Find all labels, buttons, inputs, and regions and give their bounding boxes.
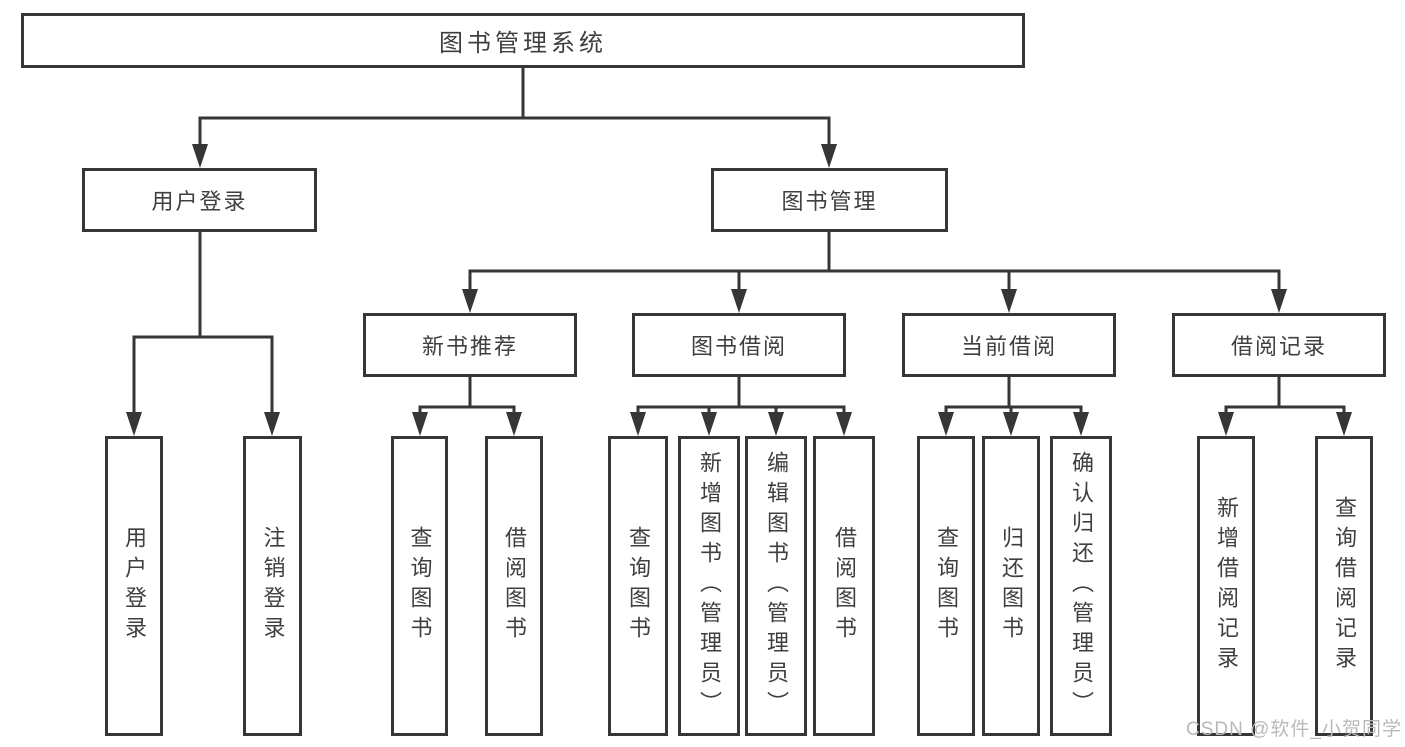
- arrow-down-icon: [1218, 412, 1234, 436]
- arrow-down-icon: [630, 412, 646, 436]
- node-query-borrow-record: 查询借阅记录: [1315, 436, 1373, 736]
- arrow-down-icon: [821, 144, 837, 168]
- node-query-books-recommend: 查询图书: [391, 436, 448, 736]
- arrow-down-icon: [1001, 289, 1017, 313]
- arrow-down-icon: [412, 412, 428, 436]
- arrow-down-icon: [264, 412, 280, 436]
- node-query-books-current: 查询图书: [917, 436, 975, 736]
- arrow-down-icon: [701, 412, 717, 436]
- node-label: 归还图书: [999, 526, 1024, 646]
- node-label: 新增借阅记录: [1214, 496, 1239, 676]
- node-label: 用户登录: [122, 526, 147, 646]
- node-label: 新书推荐: [421, 334, 518, 359]
- node-label: 查询图书: [934, 526, 959, 646]
- node-label: 借阅记录: [1230, 334, 1327, 359]
- arrow-down-icon: [836, 412, 852, 436]
- node-library-management-system: 图书管理系统: [21, 13, 1025, 68]
- arrow-down-icon: [938, 412, 954, 436]
- node-confirm-return-admin: 确认归还（管理员）: [1050, 436, 1112, 736]
- node-query-books-borrowing: 查询图书: [608, 436, 668, 736]
- node-label: 编辑图书（管理员）: [764, 451, 789, 721]
- node-label: 查询图书: [626, 526, 651, 646]
- node-add-book-admin: 新增图书（管理员）: [678, 436, 740, 736]
- node-user-login: 用户登录: [82, 168, 317, 232]
- node-return-books: 归还图书: [982, 436, 1040, 736]
- node-label: 确认归还（管理员）: [1069, 451, 1094, 721]
- node-label: 借阅图书: [502, 526, 527, 646]
- node-add-borrow-record: 新增借阅记录: [1197, 436, 1255, 736]
- arrow-down-icon: [1003, 412, 1019, 436]
- arrow-down-icon: [192, 144, 208, 168]
- node-new-book-recommendation: 新书推荐: [363, 313, 577, 377]
- node-label: 图书管理系统: [439, 30, 607, 57]
- node-label: 图书管理: [781, 189, 878, 214]
- node-label: 查询图书: [407, 526, 433, 646]
- arrow-down-icon: [1336, 412, 1352, 436]
- node-current-borrowing: 当前借阅: [902, 313, 1116, 377]
- node-label: 注销登录: [260, 526, 286, 646]
- node-label: 查询借阅记录: [1332, 496, 1357, 676]
- node-book-management: 图书管理: [711, 168, 948, 232]
- csdn-watermark: CSDN @软件_小贺同学: [1186, 719, 1402, 740]
- arrow-down-icon: [1073, 412, 1089, 436]
- node-borrow-books-recommend: 借阅图书: [485, 436, 543, 736]
- arrow-down-icon: [506, 412, 522, 436]
- node-label: 图书借阅: [690, 334, 787, 359]
- node-borrow-books-borrowing: 借阅图书: [813, 436, 875, 736]
- node-label: 当前借阅: [960, 334, 1057, 359]
- node-label: 借阅图书: [832, 526, 857, 646]
- node-label: 新增图书（管理员）: [697, 451, 722, 721]
- arrow-down-icon: [768, 412, 784, 436]
- connector-path: [132, 66, 1346, 412]
- node-logout-leaf: 注销登录: [243, 436, 302, 736]
- arrow-down-icon: [462, 289, 478, 313]
- node-book-borrowing: 图书借阅: [632, 313, 846, 377]
- node-label: 用户登录: [151, 189, 248, 214]
- node-user-login-leaf: 用户登录: [105, 436, 163, 736]
- node-edit-book-admin: 编辑图书（管理员）: [745, 436, 807, 736]
- arrowhead-icons: [126, 144, 1352, 436]
- arrow-down-icon: [126, 412, 142, 436]
- node-borrowing-records: 借阅记录: [1172, 313, 1386, 377]
- arrow-down-icon: [1271, 289, 1287, 313]
- arrow-down-icon: [731, 289, 747, 313]
